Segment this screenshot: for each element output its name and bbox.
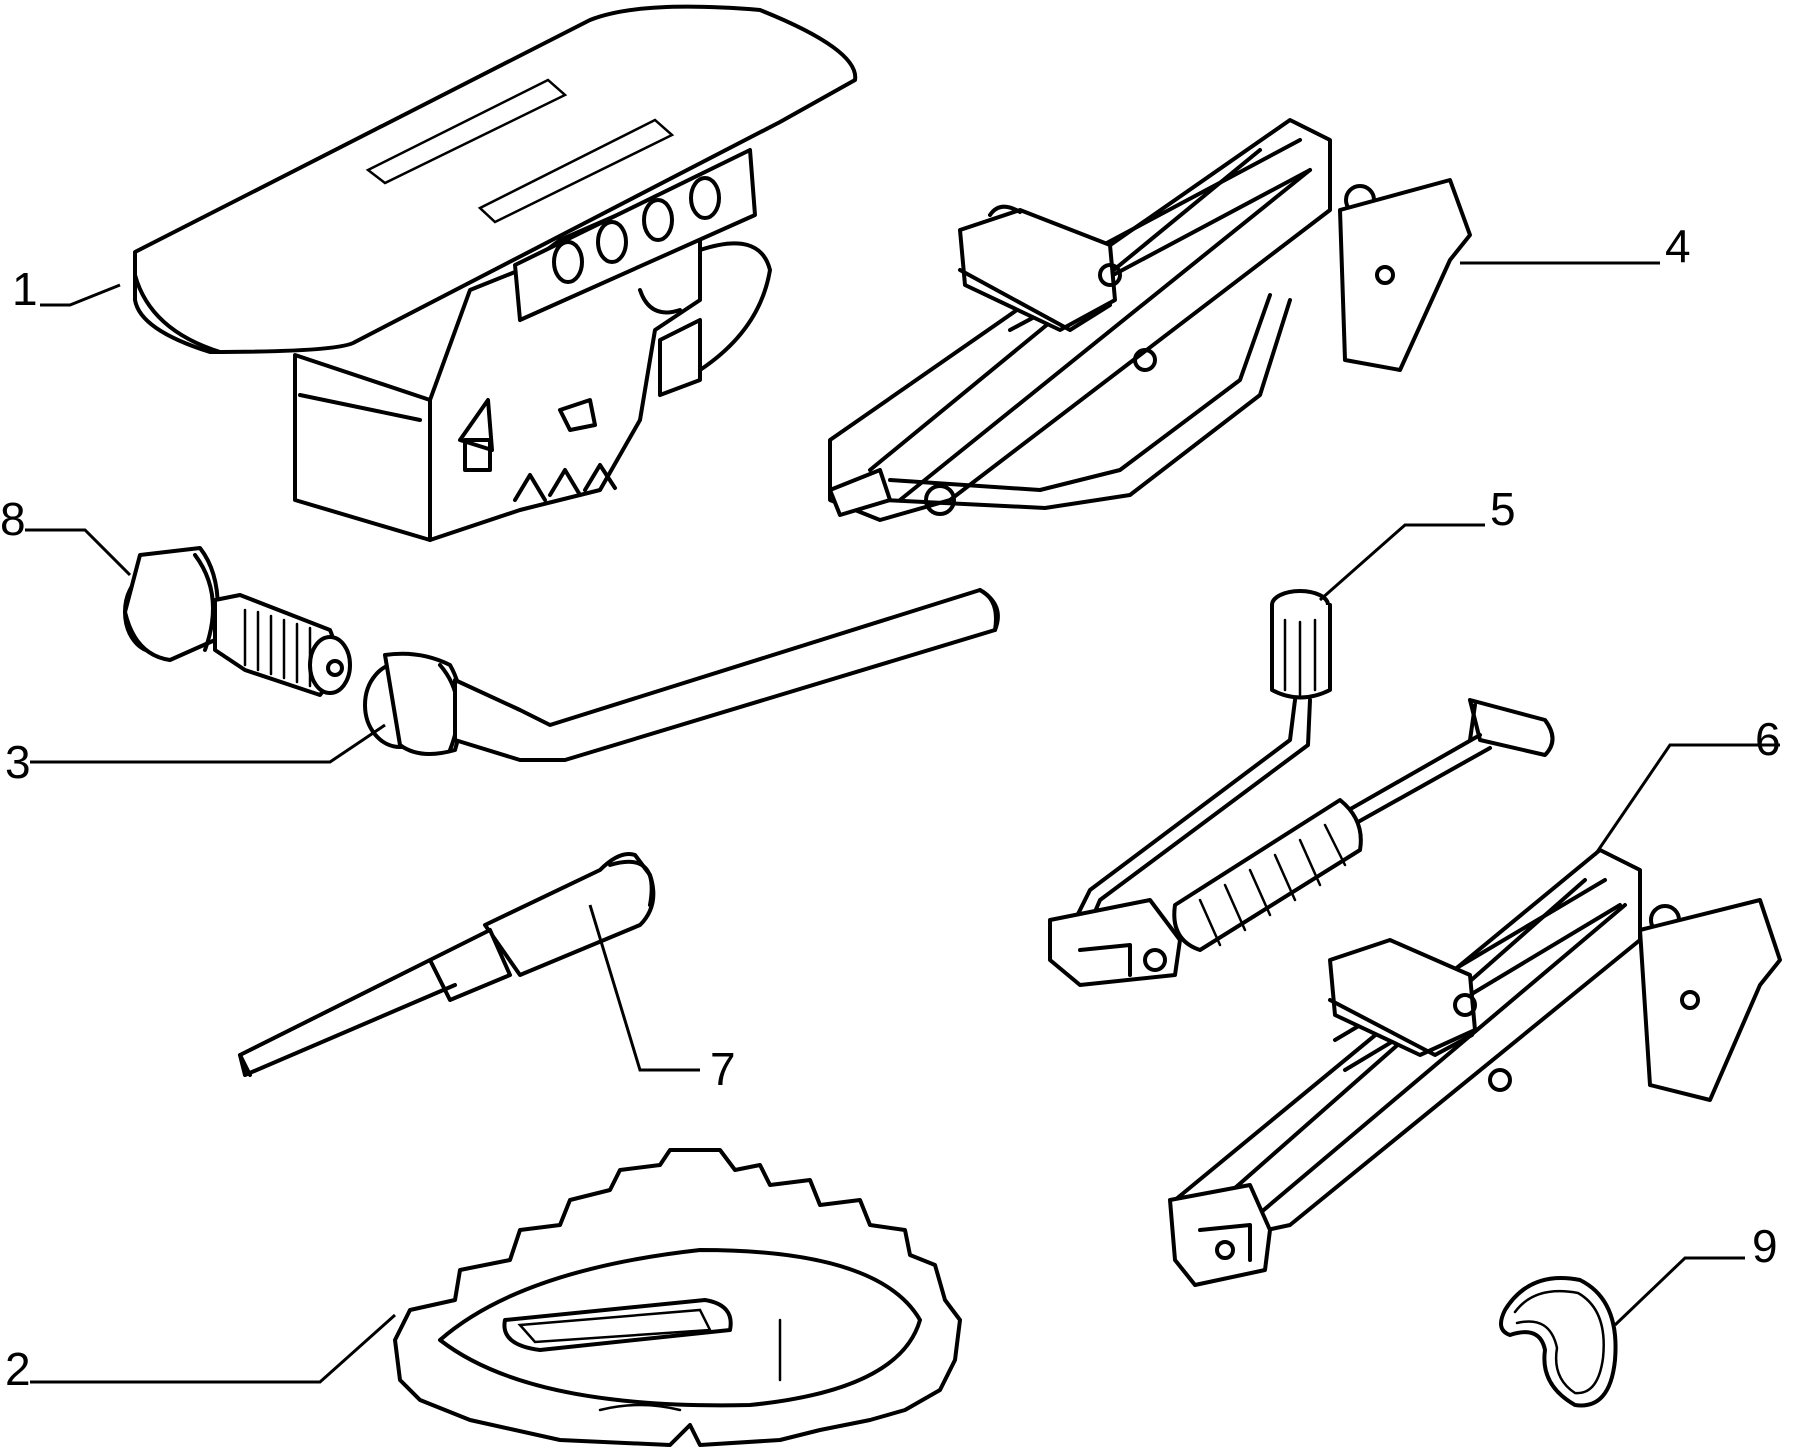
callout-5: 5: [1490, 483, 1516, 535]
leader-2: [30, 1313, 396, 1384]
callout-2: 2: [5, 1343, 31, 1395]
part-5-jack-crank-handle: [1048, 589, 1555, 987]
leader-6: [1593, 743, 1780, 856]
part-3-wheel-brace: [363, 588, 1000, 762]
leader-5: [1319, 523, 1485, 602]
part-8-socket-adapter: [123, 546, 352, 697]
part-1-jack-holder: [133, 4, 858, 542]
leader-7: [588, 904, 700, 1072]
part-6-scissor-jack: [1168, 848, 1782, 1287]
callout-labels: 1 4 8 3 5 6 7 2 9: [0, 220, 1781, 1395]
callout-3: 3: [5, 736, 31, 788]
callout-9: 9: [1752, 1220, 1778, 1272]
leader-lines: [25, 261, 1780, 1384]
leader-1: [40, 283, 121, 307]
part-4-scissor-jack: [828, 118, 1472, 522]
callout-8: 8: [0, 493, 26, 545]
part-9-rubber-band: [1499, 1276, 1618, 1408]
part-7-screwdriver: [238, 852, 656, 1077]
part-2-toothed-tray: [393, 1148, 962, 1447]
leader-8: [25, 528, 132, 577]
callout-4: 4: [1665, 220, 1691, 272]
callout-6: 6: [1755, 713, 1781, 765]
callout-7: 7: [710, 1043, 736, 1095]
callout-1: 1: [12, 263, 38, 315]
leader-3: [30, 723, 386, 764]
leader-9: [1613, 1256, 1745, 1327]
